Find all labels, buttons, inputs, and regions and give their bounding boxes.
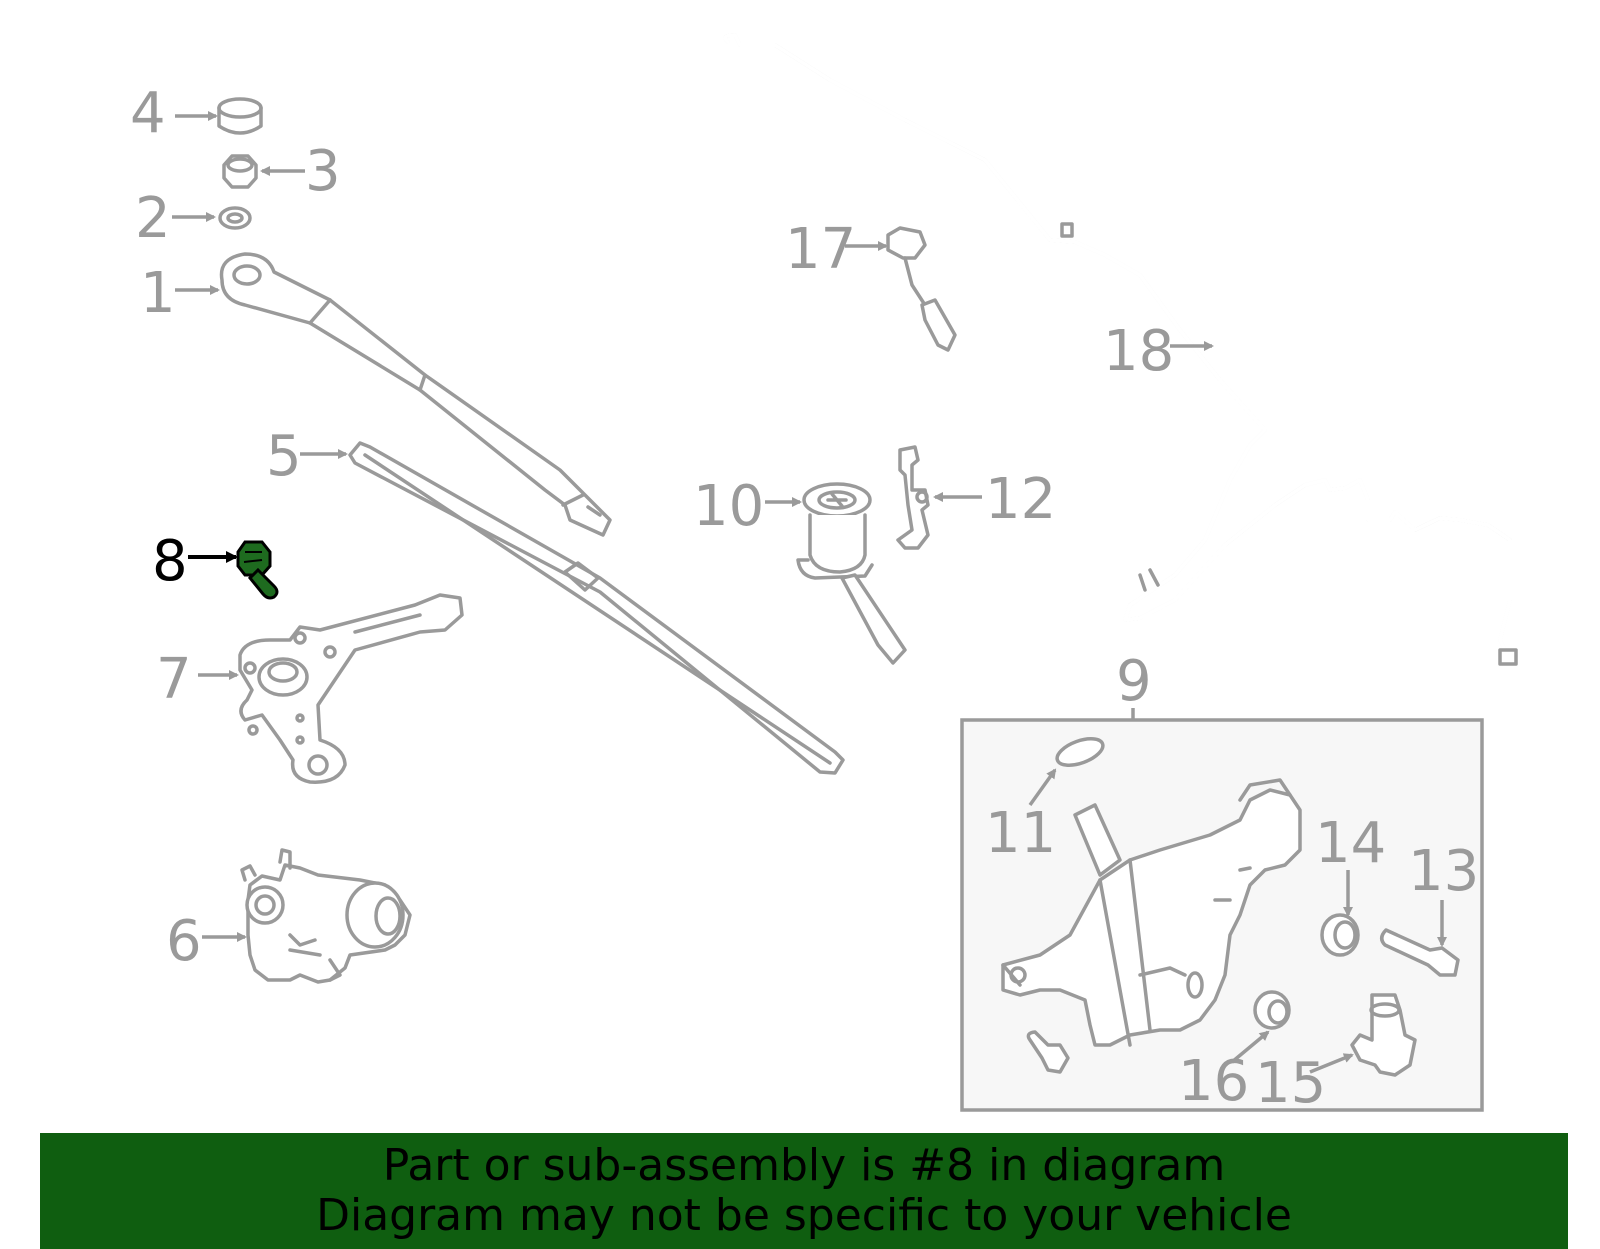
part-12-bracket[interactable]	[896, 445, 930, 550]
callout-10: 10	[693, 474, 764, 539]
callout-18: 18	[1103, 319, 1174, 384]
callout-17: 17	[785, 217, 856, 282]
callout-14: 14	[1315, 811, 1386, 876]
part-17-sensor[interactable]	[886, 226, 957, 352]
callout-4: 4	[130, 81, 166, 146]
callout-9: 9	[1116, 649, 1152, 714]
banner-line-2: Diagram may not be specific to your vehi…	[316, 1190, 1292, 1241]
callout-3: 3	[305, 139, 341, 204]
part-5-wiper-blade[interactable]	[348, 441, 845, 775]
callout-13: 13	[1408, 839, 1479, 904]
callout-8-highlighted: 8	[152, 529, 188, 594]
part-3-nut[interactable]	[222, 154, 258, 189]
callout-11: 11	[985, 801, 1056, 866]
part-9-washer-reservoir-assembly[interactable]	[960, 708, 1484, 1112]
part-6-wiper-motor[interactable]	[240, 848, 412, 984]
part-7-linkage-bracket[interactable]	[238, 593, 464, 784]
callout-12: 12	[985, 467, 1056, 532]
part-4-cap[interactable]	[217, 97, 263, 135]
info-banner: Part or sub-assembly is #8 in diagram Di…	[40, 1133, 1568, 1249]
callout-1: 1	[140, 261, 176, 326]
part-18-washer-hose[interactable]	[723, 33, 1518, 666]
part-2-washer[interactable]	[218, 206, 252, 230]
banner-line-1: Part or sub-assembly is #8 in diagram	[382, 1140, 1226, 1191]
part-10-filler-neck[interactable]	[796, 482, 907, 665]
callout-15: 15	[1255, 1051, 1326, 1116]
callout-2: 2	[135, 186, 171, 251]
callout-arrows	[172, 111, 1447, 1074]
part-1-wiper-arm[interactable]	[219, 252, 612, 537]
callout-labels: 4 3 2 1 5 8 7 6 10 12 17 18 9 11 14 13 1…	[130, 81, 1479, 1116]
part-8-bolt-highlighted[interactable]	[236, 540, 279, 600]
callout-7: 7	[156, 647, 192, 712]
callout-16: 16	[1178, 1049, 1249, 1114]
callout-6: 6	[166, 909, 202, 974]
callout-5: 5	[266, 424, 302, 489]
